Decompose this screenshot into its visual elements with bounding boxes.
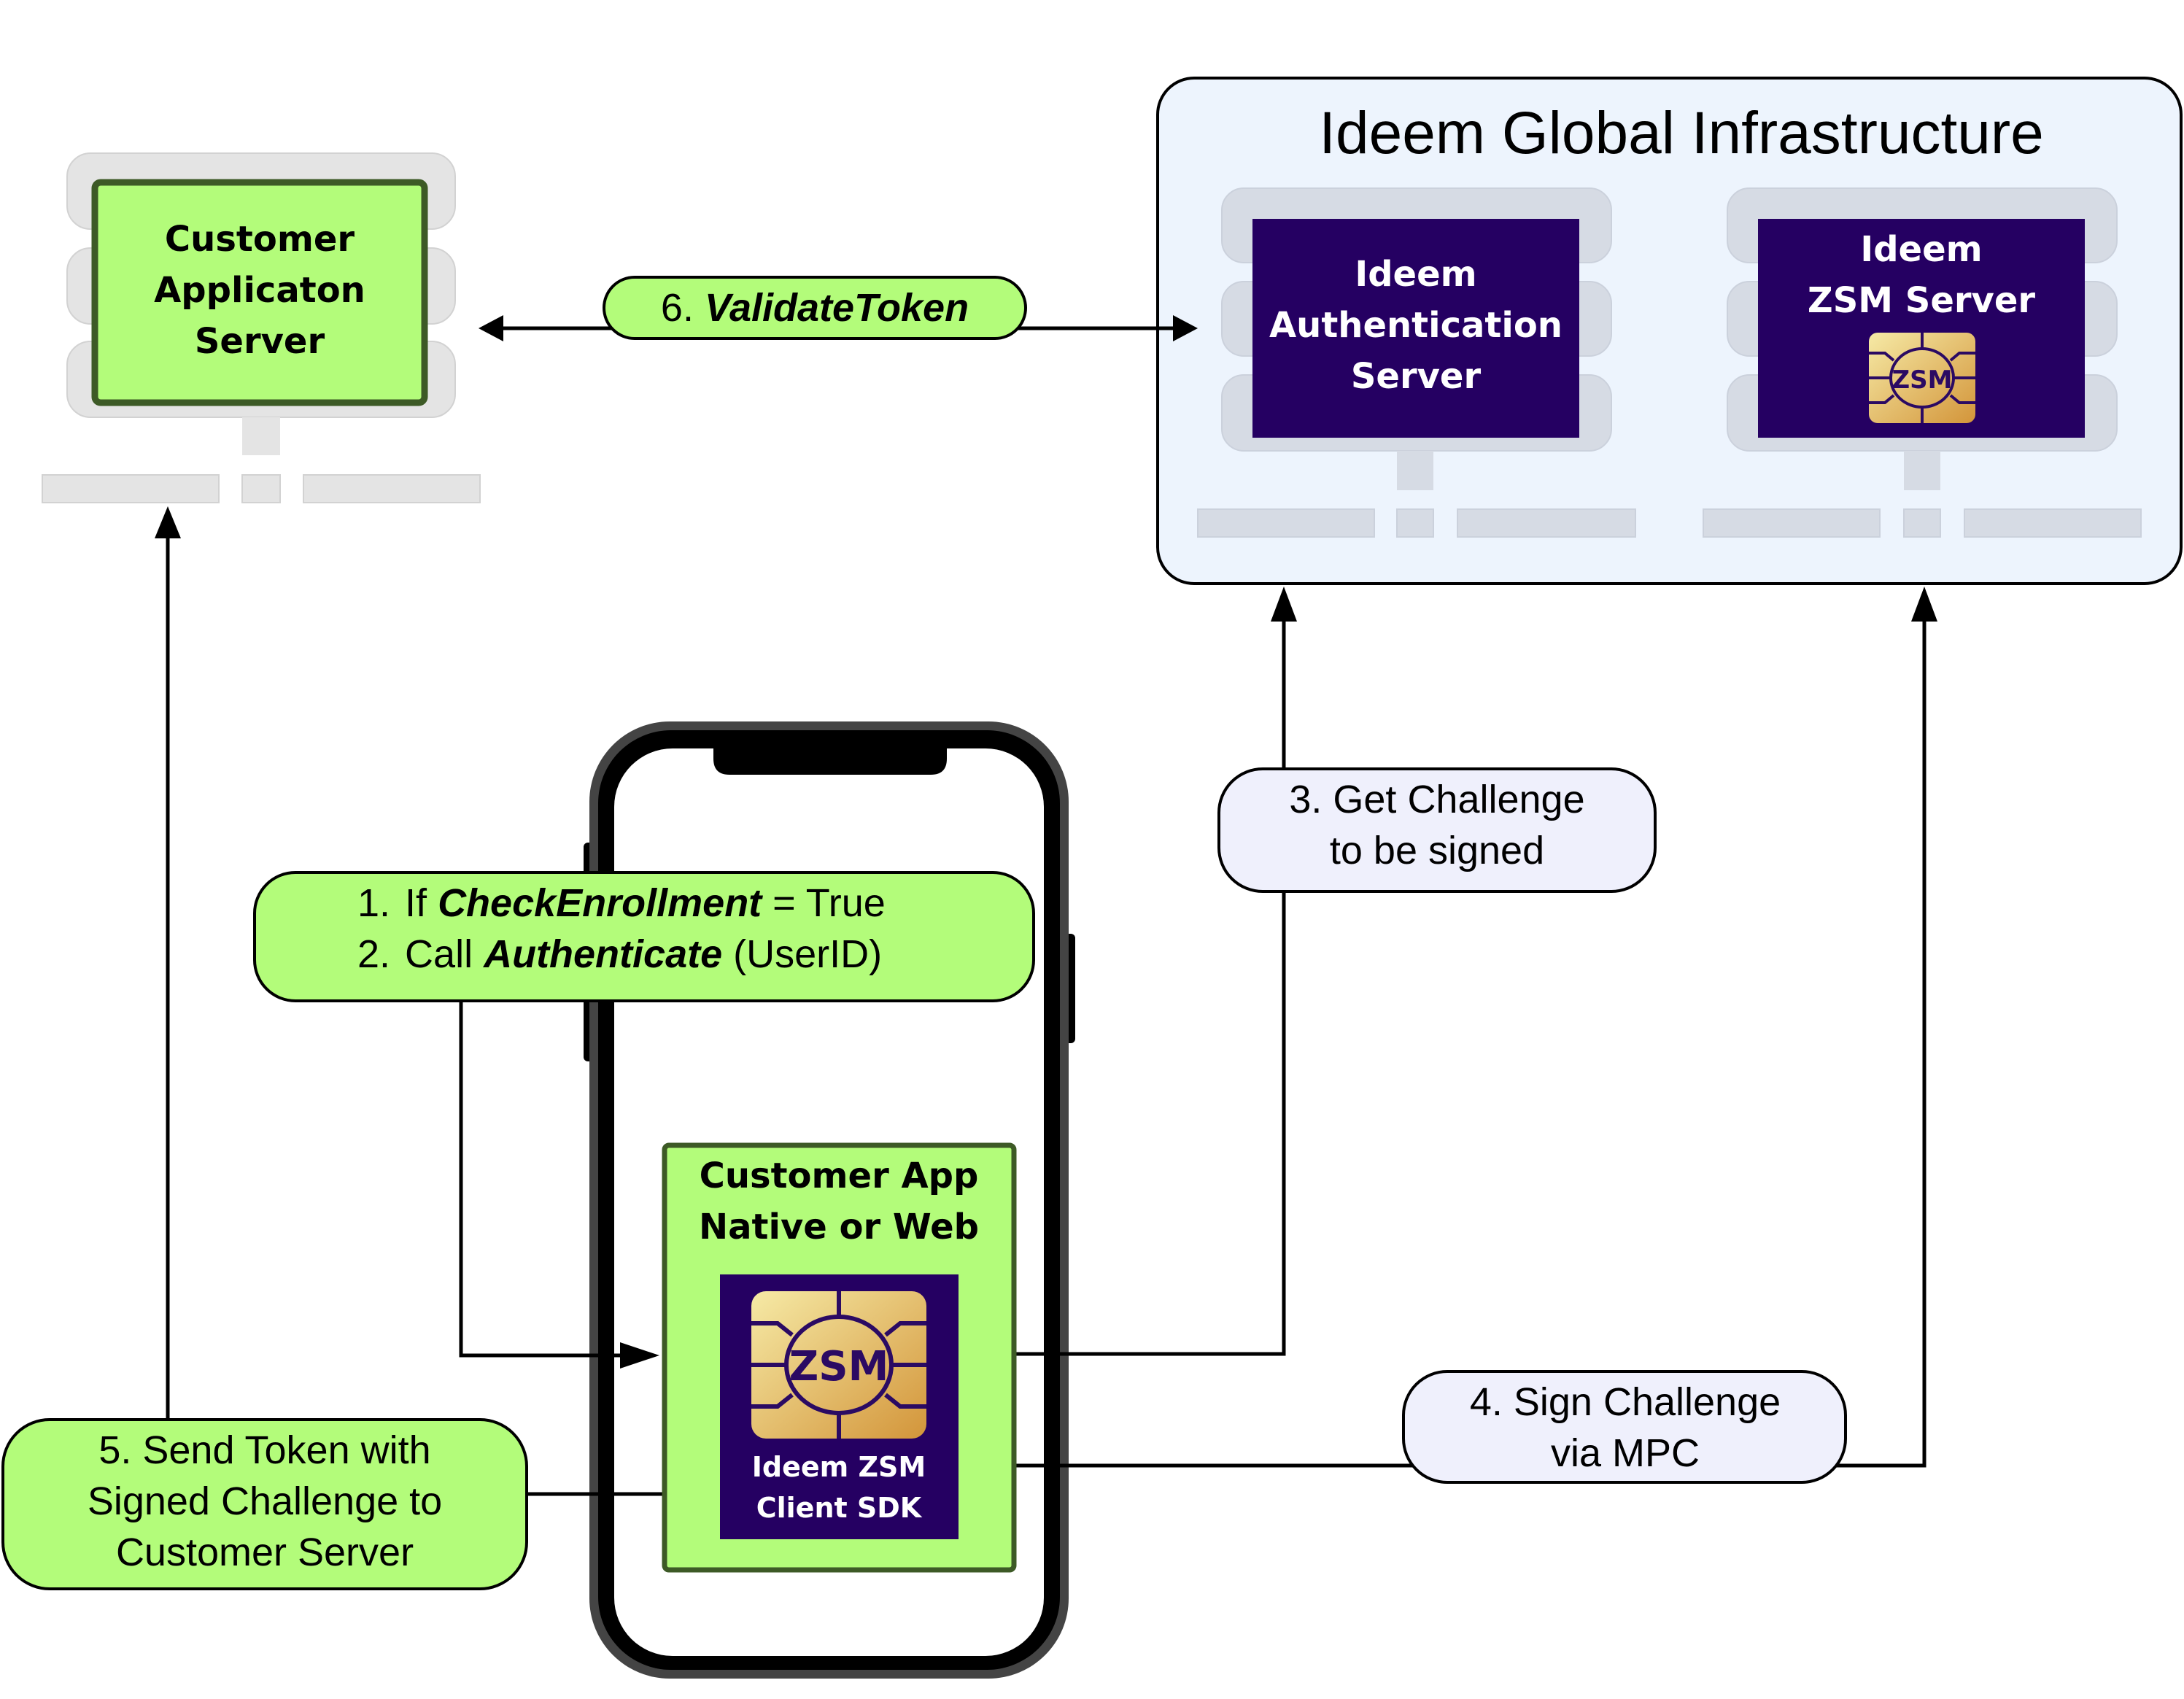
step1-2-callout: 1.If CheckEnrollment = True 2.Call Authe…	[253, 871, 1035, 1002]
step5-label-1: 5. Send Token with	[98, 1428, 430, 1472]
auth-server-label-2: Authentication	[1269, 305, 1563, 346]
arrowhead-right-icon	[1173, 315, 1198, 341]
auth-server: Ideem Authentication Server	[1197, 187, 1636, 538]
zsm-chip-icon: ZSM	[1869, 333, 1975, 423]
step3-label-2: to be signed	[1330, 829, 1544, 872]
phone-notch	[713, 744, 947, 775]
customer-server-label-3: Server	[195, 321, 325, 362]
arrowhead-up-icon	[1271, 587, 1297, 622]
step4-callout: 4. Sign Challenge via MPC	[1402, 1370, 1847, 1484]
step3-label-1: 3. Get Challenge	[1289, 778, 1584, 821]
sdk-label-2: Client SDK	[756, 1492, 923, 1524]
customer-app-label-1: Customer App	[700, 1156, 979, 1196]
customer-server-label-2: Applicaton	[154, 270, 365, 311]
authenticate-arrow	[459, 1001, 635, 1358]
customer-app-label-2: Native or Web	[699, 1207, 979, 1247]
customer-app: Customer App Native or Web ZSM	[662, 1142, 1017, 1573]
arrowhead-left-icon	[479, 315, 503, 341]
infrastructure-title: Ideem Global Infrastructure	[1319, 100, 2044, 166]
arrowhead-up-icon	[1911, 587, 1937, 622]
auth-server-label-1: Ideem	[1355, 254, 1476, 295]
zsm-chip-label: ZSM	[1892, 365, 1953, 395]
zsm-client-sdk: ZSM Ideem ZSM Client SDK	[720, 1274, 959, 1539]
zsm-chip-icon: ZSM	[751, 1291, 926, 1439]
step6-callout: 6. ValidateToken	[603, 276, 1027, 340]
connectors	[155, 315, 1937, 1496]
step4-label-1: 4. Sign Challenge	[1470, 1380, 1781, 1424]
zsm-server: Ideem ZSM Server ZSM	[1703, 187, 2142, 538]
step5-callout: 5. Send Token with Signed Challenge to C…	[1, 1418, 528, 1590]
step1-label: 1.If CheckEnrollment = True	[357, 881, 886, 925]
step5-label-2: Signed Challenge to	[88, 1479, 442, 1523]
step2-label: 2.Call Authenticate (UserID)	[357, 932, 882, 976]
auth-server-label-3: Server	[1351, 356, 1482, 397]
zsm-server-label-2: ZSM Server	[1808, 280, 2035, 321]
customer-server-box	[91, 179, 428, 406]
arrowhead-right-icon	[620, 1342, 659, 1369]
step4-label-2: via MPC	[1551, 1431, 1700, 1475]
ideem-infrastructure: Ideem Global Infrastructure Ideem Authen…	[1156, 77, 2183, 585]
sdk-chip-label: ZSM	[789, 1343, 889, 1390]
sign-challenge-arrow	[992, 605, 1927, 1468]
auth-server-box	[1252, 219, 1579, 438]
zsm-server-label-1: Ideem	[1860, 229, 1982, 270]
arrowhead-up-icon	[155, 506, 181, 538]
customer-server: Customer Applicaton Server	[42, 152, 481, 503]
sdk-label-1: Ideem ZSM	[752, 1451, 926, 1483]
step5-label-3: Customer Server	[116, 1530, 414, 1574]
customer-server-label-1: Customer	[165, 219, 355, 260]
step3-callout: 3. Get Challenge to be signed	[1217, 767, 1657, 893]
step6-label: 6. ValidateToken	[661, 286, 969, 330]
